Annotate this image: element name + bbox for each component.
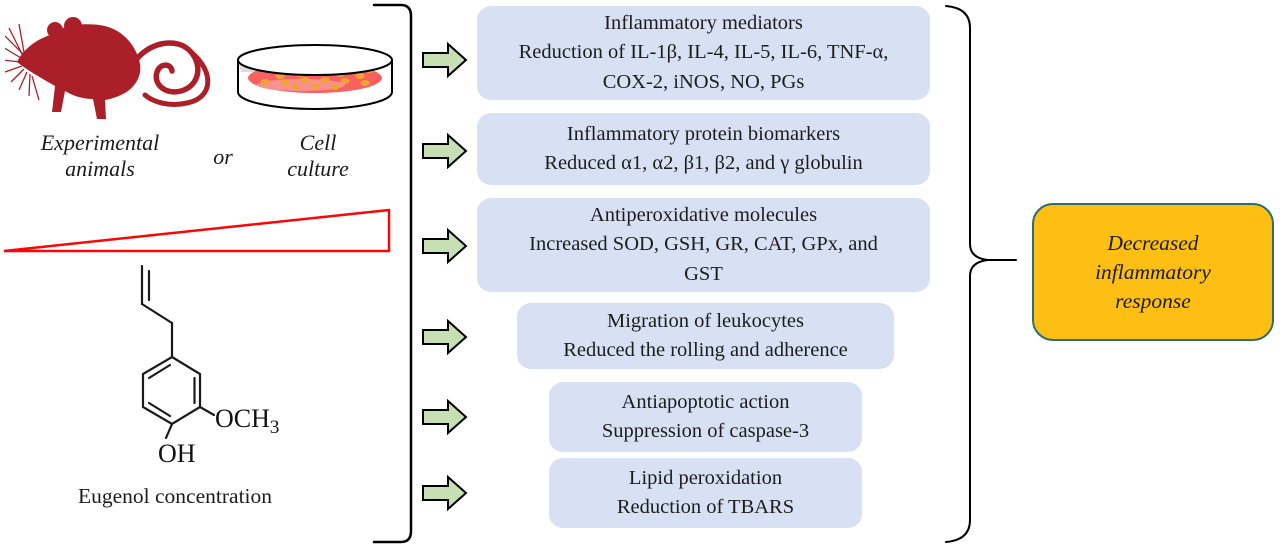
- pathway-detail: Increased SOD, GSH, GR, CAT, GPx, and: [529, 233, 878, 256]
- dish-rim: [237, 44, 393, 76]
- block-arrow-right-icon: [422, 398, 468, 436]
- pathway-detail: Reduced α1, α2, β1, β2, and γ globulin: [544, 152, 863, 174]
- pathway-detail: Suppression of caspase-3: [601, 420, 810, 442]
- pathway-detail: Reduced the rolling and adherence: [563, 339, 848, 361]
- pathway-title: Lipid peroxidation: [628, 466, 783, 489]
- rat-tail: [130, 40, 201, 95]
- pathway-title: Inflammatory mediators: [604, 11, 803, 34]
- outcome-line: Decreased: [1107, 230, 1199, 255]
- pathway-detail: Reduction of TBARS: [616, 496, 795, 518]
- curly-brace-icon: [945, 5, 1017, 543]
- pathway-box-inflammatory-protein-biomarkers: Inflammatory protein biomarkers Reduced …: [477, 113, 930, 185]
- pathway-title: Inflammatory protein biomarkers: [566, 122, 841, 145]
- rat-icon: [5, 17, 211, 119]
- outcome-line: response: [1115, 288, 1191, 313]
- rat-body: [17, 24, 141, 119]
- block-arrow-right-icon: [422, 227, 468, 265]
- eugenol-concentration-label: Eugenol concentration: [77, 484, 273, 508]
- square-bracket-icon: [372, 3, 413, 544]
- concentration-triangle-icon: [3, 208, 391, 253]
- pathway-box-antiperoxidative-molecules: Antiperoxidative molecules Increased SOD…: [477, 198, 930, 292]
- hydroxyl-group-label: OH: [158, 439, 196, 468]
- outcome-line: inflammatory: [1095, 259, 1211, 284]
- pathway-box-antiapoptotic-action: Antiapoptotic action Suppression of casp…: [549, 382, 862, 452]
- petri-dish-icon: [237, 44, 393, 110]
- block-arrow-right-icon: [422, 132, 468, 170]
- outcome-box: Decreased inflammatory response: [1032, 203, 1274, 341]
- pathway-detail: GST: [684, 262, 723, 285]
- pathway-detail: COX-2, iNOS, NO, PGs: [602, 70, 805, 93]
- molecule-bonds: [140, 264, 216, 440]
- block-arrow-right-icon: [422, 41, 468, 79]
- pathway-box-lipid-peroxidation: Lipid peroxidation Reduction of TBARS: [549, 458, 862, 528]
- pathway-title: Migration of leukocytes: [607, 309, 804, 332]
- methoxy-group-label: OCH3: [215, 404, 279, 438]
- eugenol-structure-icon: OCH3 OH: [140, 264, 279, 468]
- rat-tail-sweep: [142, 49, 211, 107]
- pathway-box-inflammatory-mediators: Inflammatory mediators Reduction of IL-1…: [477, 6, 930, 100]
- or-label: or: [213, 144, 233, 169]
- pathway-box-migration-of-leukocytes: Migration of leukocytes Reduced the roll…: [517, 303, 894, 369]
- block-arrow-right-icon: [422, 318, 468, 356]
- block-arrow-right-icon: [422, 474, 468, 512]
- pathway-detail: Reduction of IL-1β, IL-4, IL-5, IL-6, TN…: [518, 41, 889, 64]
- pathway-title: Antiapoptotic action: [621, 390, 790, 413]
- pathway-title: Antiperoxidative molecules: [589, 203, 818, 226]
- experimental-animals-label: Experimental animals: [40, 130, 160, 181]
- cell-culture-label: Cell culture: [287, 130, 349, 181]
